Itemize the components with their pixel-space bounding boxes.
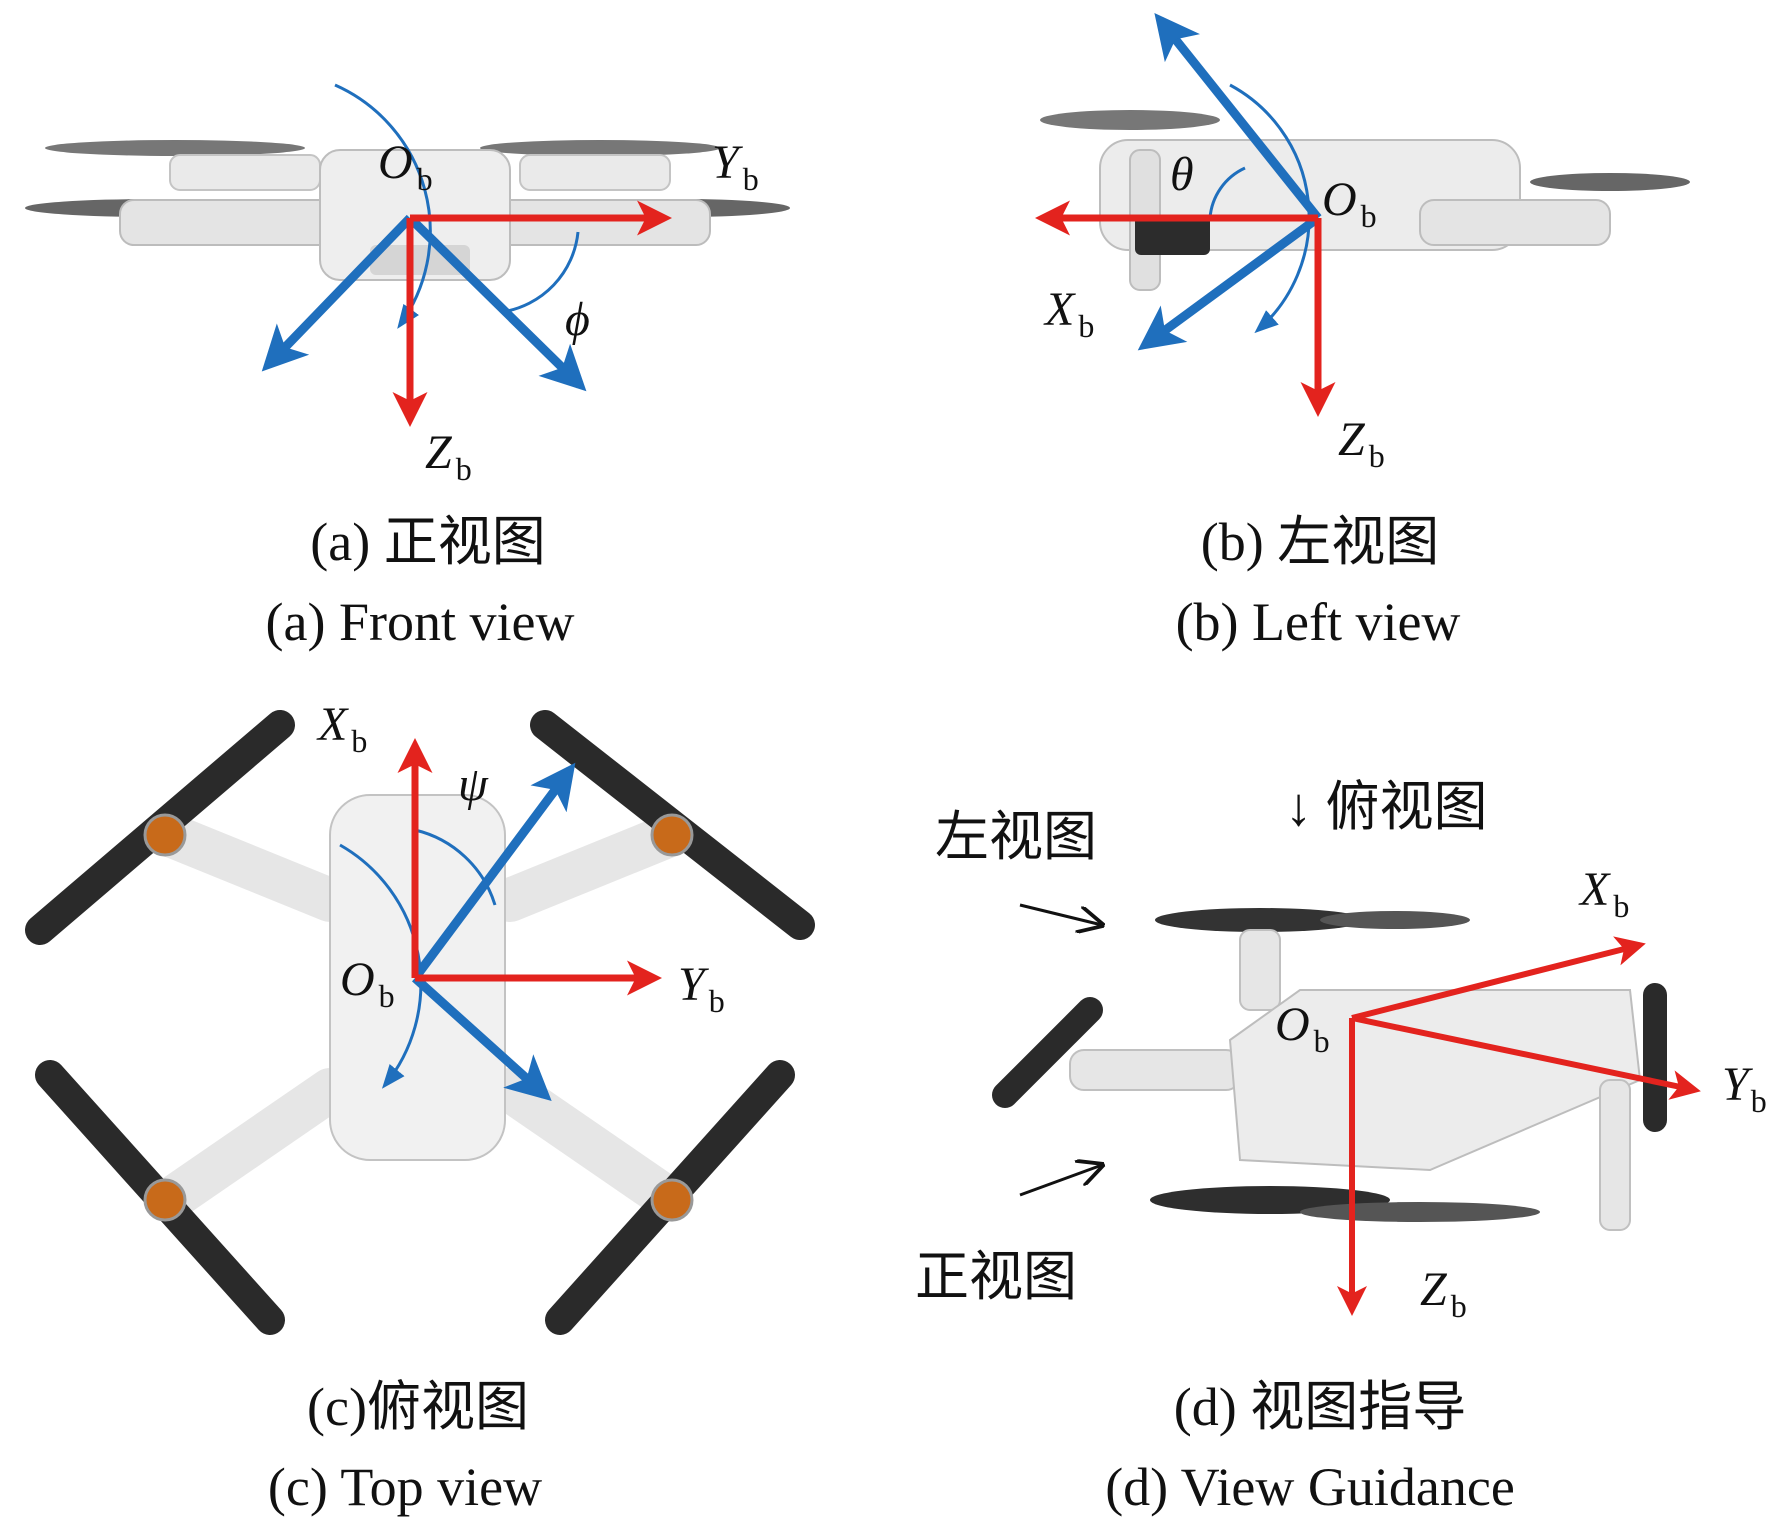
front-view-label: 正视图 xyxy=(915,1247,1077,1307)
drone-leg xyxy=(1599,1079,1631,1231)
left-view-direction-arrow xyxy=(1019,903,1102,925)
drone-camera xyxy=(1135,215,1210,255)
front-view-direction-arrow xyxy=(1019,1165,1102,1197)
drone-arm xyxy=(488,1068,692,1222)
motor xyxy=(143,813,187,857)
propeller-blade xyxy=(45,140,305,156)
caption-en: (b) Left view xyxy=(1176,592,1461,652)
rotated-axis-right xyxy=(411,974,552,1102)
caption-zh: (c)俯视图 xyxy=(307,1377,529,1437)
yaw-angle-symbol: ψ xyxy=(458,758,489,811)
top-view-label: ↓ 俯视图 xyxy=(1285,777,1488,837)
propeller-blade xyxy=(1040,110,1220,130)
y-axis-label: Yb xyxy=(1722,1058,1767,1119)
motor xyxy=(650,813,694,857)
caption-en: (a) Front view xyxy=(266,592,575,652)
left-view-label: 左视图 xyxy=(935,807,1097,867)
pitch-angle-symbol: θ xyxy=(1170,148,1194,201)
propeller-blade xyxy=(1300,1202,1540,1222)
caption-en: (c) Top view xyxy=(268,1457,542,1517)
caption-zh: (a) 正视图 xyxy=(310,512,545,572)
drone-perspective-illustration xyxy=(992,908,1667,1231)
drone-arm xyxy=(488,813,692,922)
drone-arm xyxy=(148,813,352,922)
drone-arm xyxy=(1419,199,1611,246)
roll-angle-arc xyxy=(501,231,580,314)
roll-angle-symbol: ϕ xyxy=(565,293,590,346)
yaw-angle-arc xyxy=(414,828,497,906)
rotated-axis-left xyxy=(261,214,414,372)
motor xyxy=(650,1178,694,1222)
drone-arm xyxy=(169,154,321,191)
propeller-blade xyxy=(992,997,1103,1108)
drone-top-illustration xyxy=(25,710,815,1335)
x-axis-arrow xyxy=(1351,936,1646,1021)
motor xyxy=(143,1178,187,1222)
rotated-axis-down xyxy=(1137,214,1321,351)
caption-zh: (d) 视图指导 xyxy=(1174,1377,1466,1437)
rotated-axis-forward xyxy=(411,762,576,981)
caption-en: (d) View Guidance xyxy=(1105,1457,1515,1517)
propeller-blade xyxy=(1530,173,1690,191)
pitch-angle-arc xyxy=(1208,166,1246,219)
rotated-axis-right xyxy=(406,214,587,392)
roll-rotation-arc xyxy=(334,83,432,329)
drone-arm xyxy=(1239,929,1281,1011)
y-axis-arrow xyxy=(1351,1015,1701,1100)
rotated-axis-up xyxy=(1154,12,1322,221)
propeller-blade xyxy=(1320,911,1470,929)
propeller-blade xyxy=(1155,908,1365,932)
caption-zh: (b) 左视图 xyxy=(1201,512,1439,572)
propeller-blade xyxy=(480,140,720,156)
drone-arm xyxy=(519,154,671,191)
drone-arm xyxy=(1069,1049,1241,1091)
drone-arm xyxy=(148,1068,352,1222)
